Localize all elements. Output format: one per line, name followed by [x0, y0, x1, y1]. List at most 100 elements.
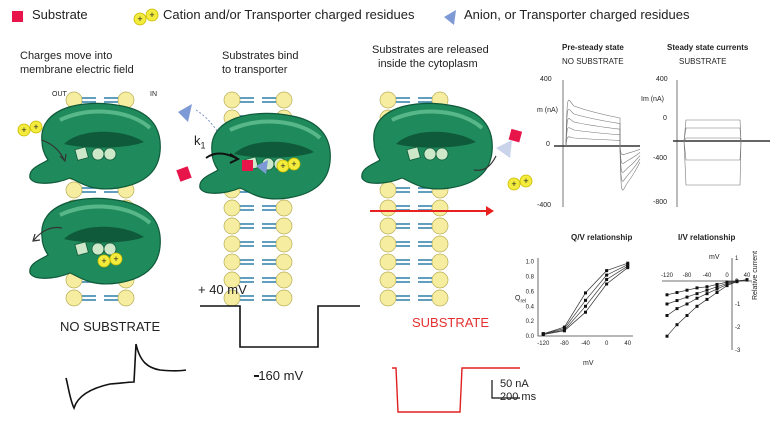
- lipid-head: [431, 235, 449, 253]
- iv-data-point: [705, 288, 709, 292]
- arrowhead-icon: [229, 153, 241, 164]
- scale-time-label: 200 ms: [500, 391, 537, 403]
- iv-plot: -120-80-4004010-1-2-3: [661, 256, 752, 354]
- lipid-tail: [240, 295, 276, 301]
- lipid-head: [117, 289, 135, 307]
- arrowhead-icon: [486, 206, 494, 216]
- residue-bead: [423, 147, 437, 161]
- transporter-highlight: [391, 109, 484, 130]
- plus-icon: +: [101, 256, 106, 266]
- substrate-icon: [12, 11, 23, 22]
- transporter-highlight: [59, 204, 152, 225]
- iv-data-point: [665, 302, 669, 306]
- qv-xtick-label: 40: [624, 341, 631, 347]
- iv-title: I/V relationship: [678, 233, 736, 242]
- steady-ytick-400: 400: [656, 76, 668, 83]
- qv-data-point: [626, 266, 630, 270]
- iv-data-point: [695, 286, 699, 290]
- step2-line1: Substrates bind: [222, 50, 299, 62]
- rate-constant-k: k: [194, 133, 201, 148]
- iv-ytick-label: -1: [735, 302, 741, 308]
- iv-xlabel: mV: [709, 254, 720, 261]
- iv-data-point: [735, 280, 739, 284]
- plus-icon: +: [523, 176, 528, 186]
- iv-data-point: [665, 334, 669, 338]
- step-voltage-label: -160 mV: [254, 368, 304, 383]
- iv-data-point: [675, 299, 679, 303]
- plus-icon: +: [33, 122, 38, 132]
- lipid-tail: [396, 205, 432, 211]
- steady-trace: [683, 119, 742, 142]
- substrate-released: [508, 128, 523, 143]
- transporter-highlight: [59, 109, 152, 130]
- transporter-stage1-top: [29, 102, 161, 190]
- out-label: OUT: [52, 91, 67, 98]
- lipid-tail: [240, 97, 276, 103]
- iv-data-point: [665, 293, 669, 297]
- pre-steady-title: Pre-steady state: [562, 43, 624, 52]
- pre-steady-trace: [565, 118, 621, 147]
- transporter-stage1-bottom: [29, 197, 161, 285]
- no-substrate-current-trace: [65, 343, 187, 411]
- pre-steady-ytick-400: 400: [540, 76, 552, 83]
- anion-free: [178, 104, 192, 122]
- qv-ylabel: Qrel: [515, 295, 527, 305]
- lipid-tail: [82, 187, 118, 193]
- pre-steady-ytick-neg400: -400: [537, 202, 552, 209]
- iv-data-point: [695, 304, 699, 308]
- cation-icon: [133, 12, 147, 26]
- lipid-head: [275, 289, 293, 307]
- lipid-head: [223, 253, 241, 271]
- lipid-tail: [396, 187, 432, 193]
- cation-free: [17, 123, 31, 137]
- iv-data-point: [715, 291, 719, 294]
- lipid-head: [431, 253, 449, 271]
- qv-ytick-label: 0.4: [526, 304, 535, 310]
- cation-free: [29, 120, 43, 134]
- qv-data-point: [605, 278, 609, 282]
- lipid-head: [379, 181, 397, 199]
- iv-data-point: [685, 302, 689, 306]
- lipid-tail: [240, 277, 276, 283]
- qv-data-point: [584, 298, 587, 302]
- pre-steady-trace: [565, 109, 621, 147]
- steady-ytick-neg800: -800: [653, 199, 668, 206]
- cation-released: [519, 174, 533, 188]
- lipid-tail: [396, 97, 432, 103]
- cation-bound: [287, 157, 301, 171]
- residue-bead: [103, 242, 117, 256]
- iv-xtick-label: -40: [703, 273, 712, 279]
- steady-trace: [683, 140, 742, 186]
- lipid-tail: [240, 205, 276, 211]
- transporter-highlight: [229, 119, 322, 140]
- transporter-cavity: [396, 131, 476, 148]
- lipid-head: [275, 235, 293, 253]
- lipid-head: [275, 217, 293, 235]
- plus-icon: +: [280, 161, 285, 171]
- iv-ytick-label: 1: [735, 256, 739, 262]
- iv-data-point: [715, 287, 719, 291]
- pre-steady-ylabel: m (nA): [537, 107, 558, 114]
- iv-xtick-label: -120: [661, 273, 674, 279]
- lipid-head: [223, 271, 241, 289]
- rate-constant-subscript: 1: [200, 140, 206, 151]
- step2-line2: to transporter: [222, 64, 288, 76]
- pre-steady-trace: [619, 145, 641, 156]
- qv-data-point: [562, 329, 566, 333]
- legend-anion: Anion, or Transporter charged residues: [464, 7, 690, 22]
- legend-substrate: Substrate: [32, 7, 88, 22]
- lipid-head: [275, 91, 293, 109]
- cation-released: [507, 177, 521, 191]
- lipid-head: [379, 217, 397, 235]
- in-label: IN: [150, 91, 157, 98]
- iv-ytick-label: -3: [735, 348, 741, 354]
- lipid-head: [379, 199, 397, 217]
- anion-bound: [256, 160, 268, 174]
- iv-ylabel: Relative current: [752, 250, 759, 300]
- lipid-tail: [240, 241, 276, 247]
- lipid-head: [431, 271, 449, 289]
- lipid-head: [431, 289, 449, 307]
- plus-icon: +: [511, 179, 516, 189]
